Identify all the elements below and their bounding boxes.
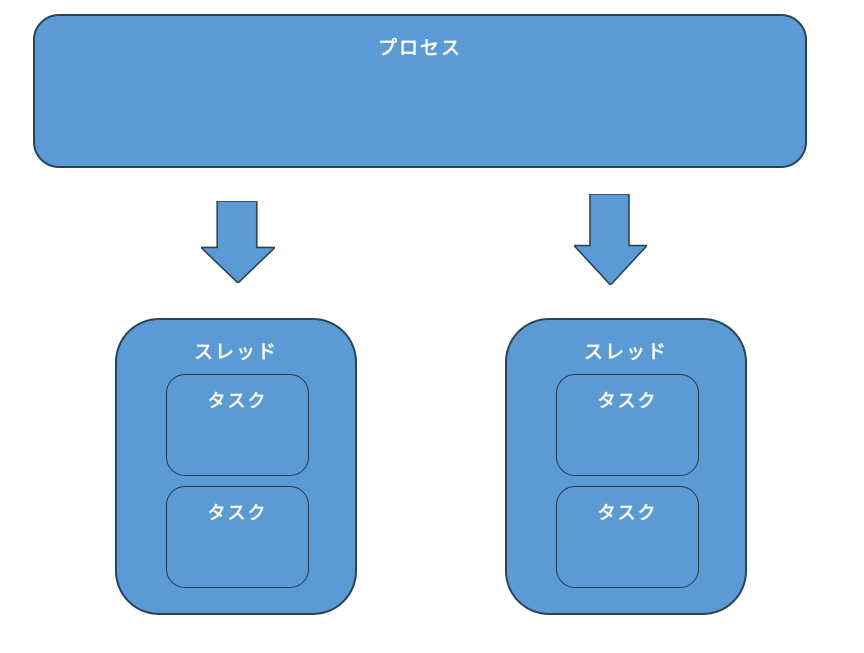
- task-box: タスク: [556, 486, 699, 588]
- task-label: タスク: [207, 503, 268, 523]
- down-arrow-icon: [201, 201, 275, 283]
- task-label: タスク: [597, 503, 658, 523]
- task-box: タスク: [556, 374, 699, 476]
- task-box: タスク: [166, 374, 309, 476]
- thread-box-right: スレッド タスク タスク: [505, 318, 747, 615]
- process-label: プロセス: [377, 38, 462, 59]
- thread-label: スレッド: [583, 342, 668, 363]
- down-arrow-icon: [574, 194, 647, 285]
- task-label: タスク: [597, 391, 658, 411]
- process-box: プロセス: [33, 14, 807, 168]
- task-label: タスク: [207, 391, 268, 411]
- thread-box-left: スレッド タスク タスク: [115, 318, 357, 615]
- thread-label: スレッド: [193, 342, 278, 363]
- task-box: タスク: [166, 486, 309, 588]
